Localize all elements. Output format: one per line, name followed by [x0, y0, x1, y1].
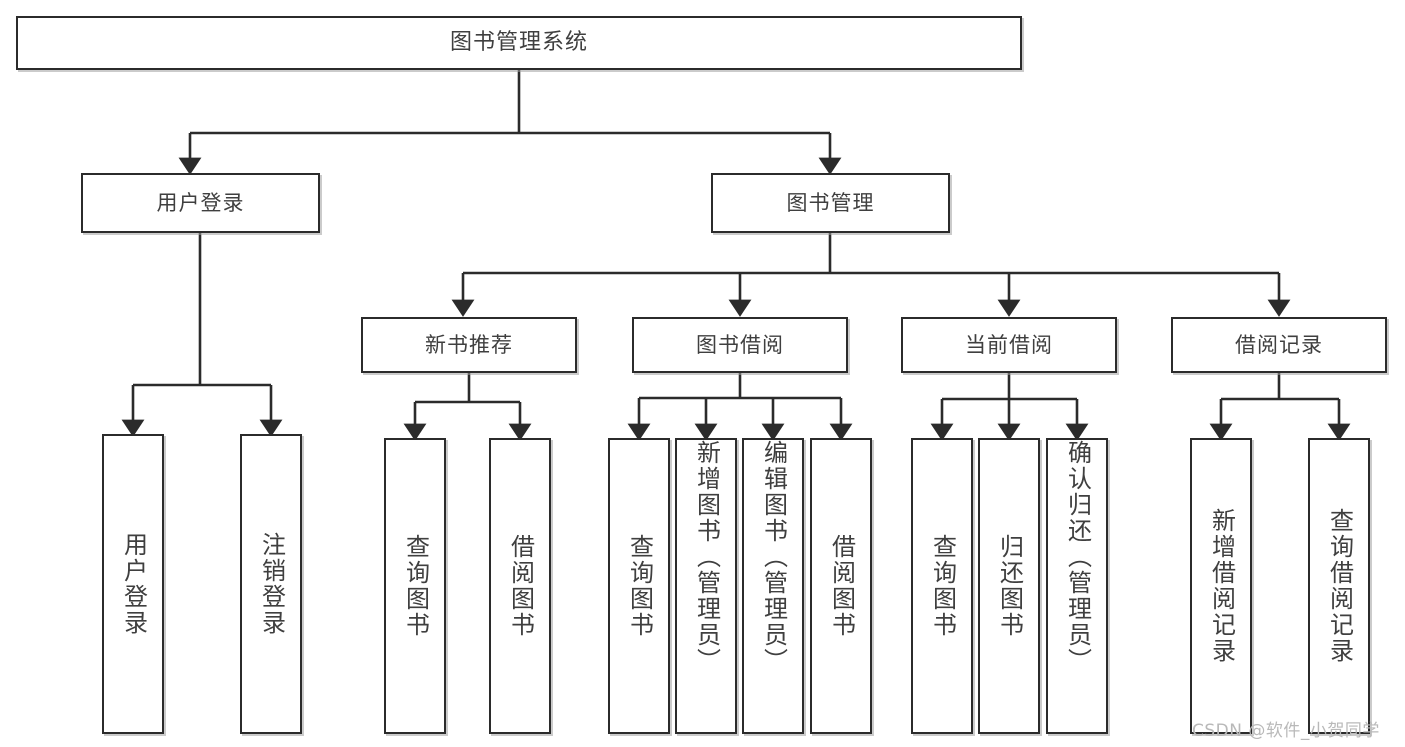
leaf-user-login[interactable]: 用户登录: [102, 434, 164, 734]
leaf-label: 查询借阅记录: [1325, 508, 1354, 664]
leaf-query-book-current[interactable]: 查询图书: [911, 438, 973, 734]
node-label: 用户登录: [156, 190, 245, 215]
leaf-query-book-borrow[interactable]: 查询图书: [608, 438, 670, 734]
watermark-text: CSDN @软件_小贺同学: [1192, 721, 1380, 741]
leaf-label: 借阅图书: [827, 534, 856, 638]
leaf-label: 新增图书（管理员）: [692, 440, 721, 674]
node-label: 新书推荐: [425, 332, 513, 357]
node-book-borrow[interactable]: 图书借阅: [632, 317, 848, 373]
node-root-system[interactable]: 图书管理系统: [16, 16, 1022, 70]
leaf-label: 借阅图书: [506, 534, 535, 638]
node-book-management[interactable]: 图书管理: [711, 173, 950, 233]
leaf-add-book-admin[interactable]: 新增图书（管理员）: [675, 438, 737, 734]
node-current-borrow[interactable]: 当前借阅: [901, 317, 1117, 373]
leaf-label: 编辑图书（管理员）: [759, 440, 788, 674]
leaf-query-book-newbook[interactable]: 查询图书: [384, 438, 446, 734]
leaf-add-borrow-record[interactable]: 新增借阅记录: [1190, 438, 1252, 734]
leaf-borrow-book[interactable]: 借阅图书: [810, 438, 872, 734]
node-label: 图书管理系统: [449, 30, 588, 56]
leaf-label: 用户登录: [119, 532, 148, 636]
node-new-book-recommend[interactable]: 新书推荐: [361, 317, 577, 373]
leaf-label: 注销登录: [257, 532, 286, 636]
leaf-label: 查询图书: [928, 534, 957, 638]
node-label: 借阅记录: [1235, 332, 1323, 357]
leaf-borrow-book-newbook[interactable]: 借阅图书: [489, 438, 551, 734]
node-label: 图书借阅: [696, 332, 784, 357]
leaf-query-borrow-record[interactable]: 查询借阅记录: [1308, 438, 1370, 734]
leaf-label: 归还图书: [995, 534, 1024, 638]
node-user-login[interactable]: 用户登录: [81, 173, 320, 233]
leaf-label: 查询图书: [401, 534, 430, 638]
leaf-label: 新增借阅记录: [1207, 508, 1236, 664]
leaf-label: 确认归还（管理员）: [1063, 440, 1092, 674]
leaf-confirm-return-admin[interactable]: 确认归还（管理员）: [1046, 438, 1108, 734]
node-borrow-record[interactable]: 借阅记录: [1171, 317, 1387, 373]
node-label: 图书管理: [786, 190, 875, 215]
leaf-logout[interactable]: 注销登录: [240, 434, 302, 734]
node-label: 当前借阅: [965, 332, 1053, 357]
leaf-edit-book-admin[interactable]: 编辑图书（管理员）: [742, 438, 804, 734]
leaf-label: 查询图书: [625, 534, 654, 638]
leaf-return-book[interactable]: 归还图书: [978, 438, 1040, 734]
